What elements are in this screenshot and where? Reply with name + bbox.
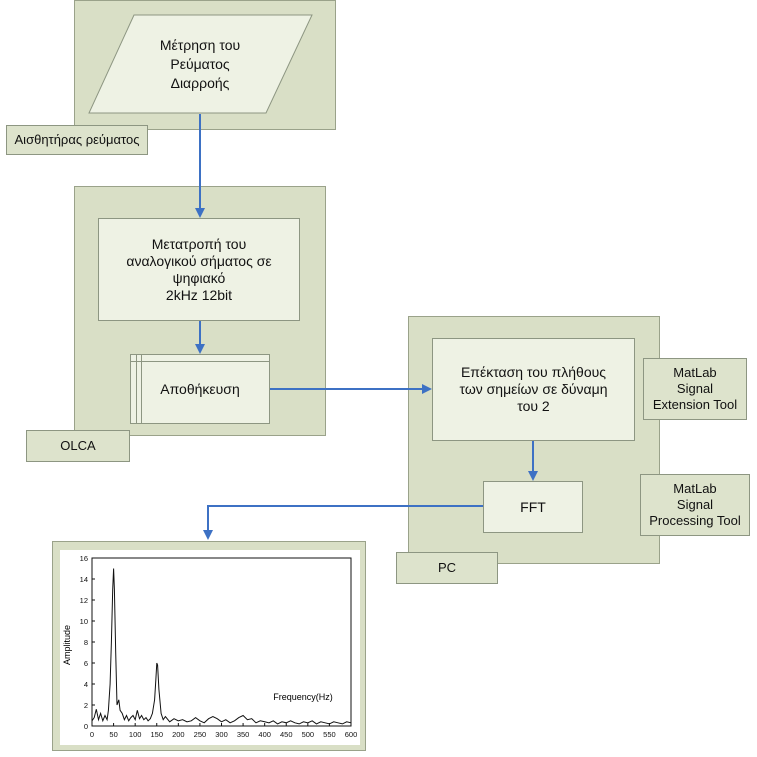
storage-label: Αποθήκευση bbox=[160, 380, 240, 397]
x-tick-label: 500 bbox=[302, 730, 315, 739]
storage-divider-1 bbox=[136, 354, 137, 424]
x-tick-label: 200 bbox=[172, 730, 185, 739]
measure-node bbox=[88, 14, 313, 114]
storage-top-line bbox=[130, 361, 270, 362]
y-tick-label: 4 bbox=[84, 680, 88, 689]
y-tick-label: 0 bbox=[84, 722, 88, 731]
x-tick-label: 350 bbox=[237, 730, 250, 739]
x-tick-label: 600 bbox=[345, 730, 358, 739]
plot-ylabel: Amplitude bbox=[62, 625, 72, 665]
x-tick-label: 100 bbox=[129, 730, 142, 739]
storage-divider-2 bbox=[141, 354, 142, 424]
x-tick-label: 150 bbox=[150, 730, 163, 739]
spectrum-line bbox=[91, 568, 352, 725]
x-tick-label: 50 bbox=[109, 730, 117, 739]
fft-box: FFT bbox=[483, 481, 583, 533]
x-tick-label: 300 bbox=[215, 730, 228, 739]
x-tick-label: 450 bbox=[280, 730, 293, 739]
matlab-processing-tag: MatLab Signal Processing Tool bbox=[640, 474, 750, 536]
y-tick-label: 16 bbox=[80, 554, 88, 563]
y-tick-label: 12 bbox=[80, 596, 88, 605]
plot-xlabel: Frequency(Hz) bbox=[273, 692, 333, 702]
x-tick-label: 250 bbox=[194, 730, 207, 739]
storage-box: Αποθήκευση bbox=[130, 354, 270, 424]
matlab-extension-tag: MatLab Signal Extension Tool bbox=[643, 358, 747, 420]
fft-label: FFT bbox=[520, 498, 546, 515]
y-tick-label: 10 bbox=[80, 617, 88, 626]
y-tick-label: 14 bbox=[80, 575, 88, 584]
measure-label: Μέτρηση του Ρεύματος Διαρροής bbox=[159, 37, 241, 91]
x-tick-label: 0 bbox=[90, 730, 94, 739]
adc-box: Μετατροπή του αναλογικού σήματος σε ψηφι… bbox=[98, 218, 300, 321]
extend-box: Επέκταση του πλήθους των σημείων σε δύνα… bbox=[432, 338, 635, 441]
fft-spectrum-plot: 0 50 100 150 200 250 300 350 400 450 500 550 600 0 2 4 6… bbox=[60, 550, 360, 745]
y-tick-label: 2 bbox=[84, 701, 88, 710]
y-tick-label: 8 bbox=[84, 638, 88, 647]
pc-tag: PC bbox=[396, 552, 498, 584]
x-tick-label: 400 bbox=[258, 730, 271, 739]
x-tick-label: 550 bbox=[323, 730, 336, 739]
olca-tag: OLCA bbox=[26, 430, 130, 462]
current-sensor-tag: Αισθητήρας ρεύματος bbox=[6, 125, 148, 155]
y-tick-label: 6 bbox=[84, 659, 88, 668]
